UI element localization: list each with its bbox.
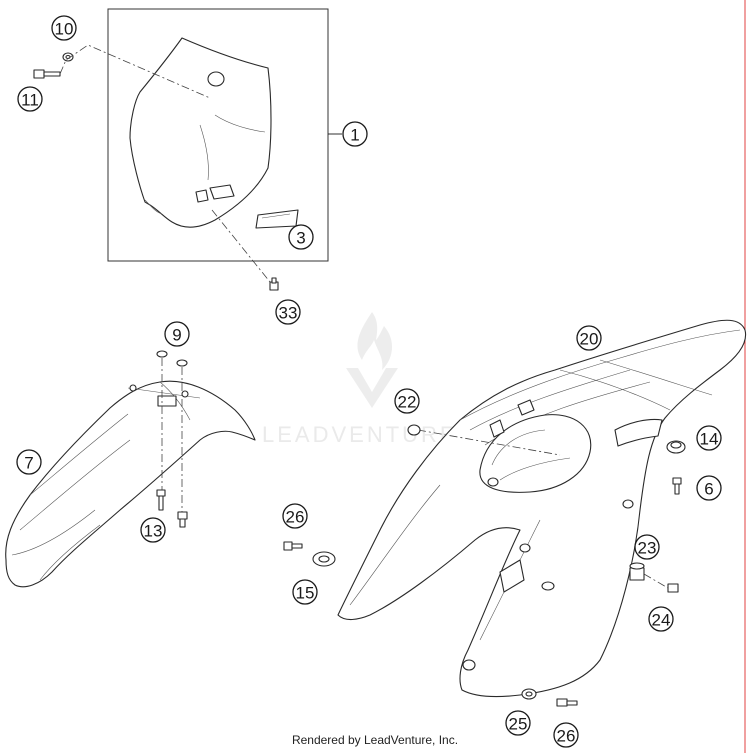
callout-25-label: 25	[509, 715, 528, 734]
callout-22[interactable]: 22	[394, 388, 420, 414]
callout-23-label: 23	[638, 539, 657, 558]
callout-7-label: 7	[24, 454, 33, 473]
bolt-24	[667, 583, 679, 593]
callout-1[interactable]: 1	[342, 121, 368, 147]
number-plate-sticker	[255, 209, 299, 229]
callout-3[interactable]: 3	[288, 224, 314, 250]
callout-26-upper[interactable]: 26	[282, 503, 308, 529]
callout-33[interactable]: 33	[275, 299, 301, 325]
bolt-26a	[283, 541, 303, 551]
callout-10[interactable]: 10	[51, 15, 77, 41]
callout-14-label: 14	[700, 430, 719, 449]
washer-25	[521, 688, 537, 700]
callout-10-label: 10	[55, 20, 74, 39]
callout-26-lower[interactable]: 26	[553, 722, 579, 748]
callout-6[interactable]: 6	[696, 475, 722, 501]
callout-9-label: 9	[172, 326, 181, 345]
callout-22-label: 22	[398, 393, 417, 412]
washer-9	[156, 350, 188, 367]
callout-13-label: 13	[144, 522, 163, 541]
screw-11	[33, 69, 61, 79]
callout-14[interactable]: 14	[696, 425, 722, 451]
watermark-flame-icon	[357, 312, 393, 370]
callout-3-label: 3	[296, 229, 305, 248]
callout-33-label: 33	[279, 304, 298, 323]
dash-line-24	[643, 573, 669, 589]
footer-credit: Rendered by LeadVenture, Inc.	[291, 733, 459, 747]
callout-26-lower-label: 26	[557, 727, 576, 746]
rear-fender	[337, 319, 747, 698]
callout-6-label: 6	[704, 480, 713, 499]
bolt-13	[156, 489, 188, 528]
callout-15-label: 15	[296, 584, 315, 603]
front-fender	[5, 380, 256, 588]
callout-15[interactable]: 15	[292, 579, 318, 605]
callout-24[interactable]: 24	[648, 606, 674, 632]
callout-7[interactable]: 7	[16, 449, 42, 475]
number-plate	[129, 37, 272, 228]
callout-9[interactable]: 9	[164, 321, 190, 347]
callout-24-label: 24	[652, 611, 671, 630]
nut-14	[666, 440, 686, 454]
callout-11[interactable]: 11	[17, 86, 43, 112]
callout-20[interactable]: 20	[576, 325, 602, 351]
nut-23	[629, 562, 645, 581]
watermark-text: LEADVENTURE	[262, 422, 458, 447]
callout-13[interactable]: 13	[140, 517, 166, 543]
bolt-6	[672, 477, 682, 495]
grommet-15	[312, 551, 336, 567]
watermark-v-logo	[346, 368, 398, 408]
callout-23[interactable]: 23	[634, 534, 660, 560]
bolt-26b	[556, 698, 578, 707]
screw-33	[269, 277, 279, 291]
callout-11-label: 11	[21, 91, 39, 110]
washer-10	[62, 52, 74, 62]
watermark: LEADVENTURE	[262, 312, 458, 447]
callout-20-label: 20	[580, 330, 599, 349]
callout-26-upper-label: 26	[286, 508, 305, 527]
kit-box	[107, 8, 329, 262]
callout-1-label: 1	[350, 126, 359, 145]
nut-22	[407, 424, 421, 436]
callout-25[interactable]: 25	[505, 710, 531, 736]
dash-line-10	[59, 44, 211, 99]
